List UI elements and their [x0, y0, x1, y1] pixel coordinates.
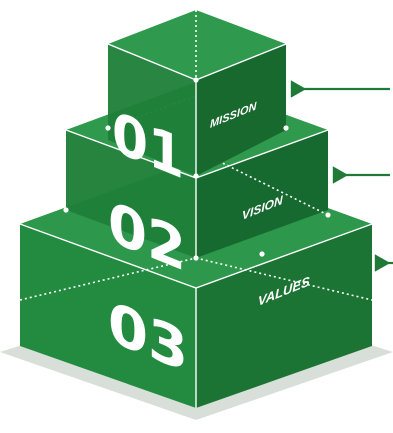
tier-1-left-face [108, 44, 196, 176]
tier-3-right-face [196, 224, 372, 408]
tier-1-block [107, 0, 287, 176]
tier-3-left-face [20, 224, 196, 408]
tier-2-left-face [66, 130, 196, 258]
corner-dots [63, 77, 331, 261]
tier-1-top-face [108, 10, 286, 80]
tier-2-right-face [196, 130, 328, 258]
tier-1-right-face [196, 44, 286, 176]
